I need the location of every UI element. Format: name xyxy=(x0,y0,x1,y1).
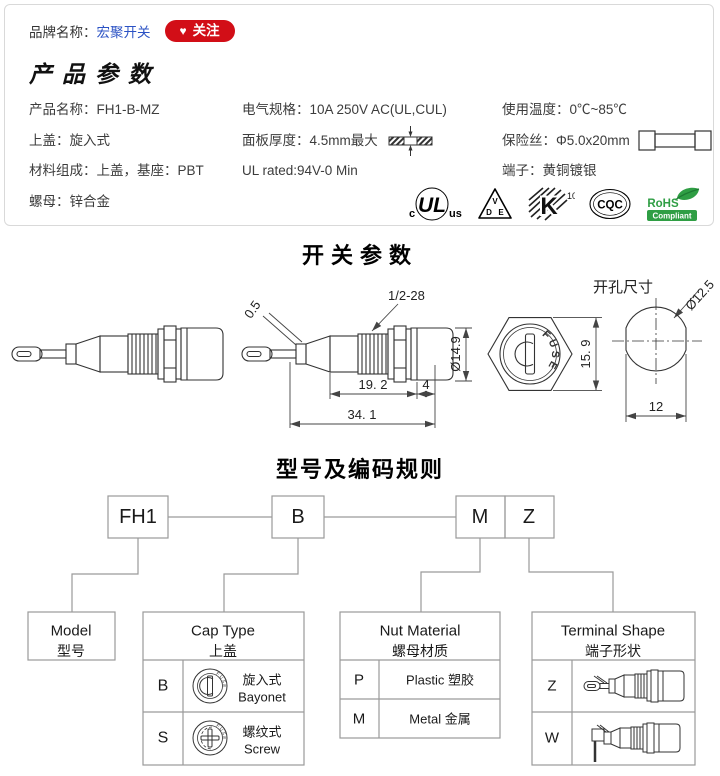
model-box xyxy=(27,611,116,661)
product-info-card: 品牌名称： 宏聚开关 ♥ 关注 产品参数 产品名称：FH1-B-MZ 上盖：旋入… xyxy=(4,4,714,226)
spec-product-name: 产品名称：FH1-B-MZ xyxy=(29,102,160,117)
model-box-en: Model xyxy=(51,623,92,640)
cap-row-b-code: B xyxy=(158,678,169,695)
cap-row-s-zh: 螺纹式 xyxy=(242,725,281,740)
spec-column-3: 使用温度：0℃~85℃ 保险丝：Φ5.0x20mm 端子：黄铜镀银 xyxy=(502,95,712,187)
spec-cap: 上盖：旋入式 xyxy=(29,132,110,148)
panel-thickness-icon xyxy=(388,125,433,156)
svg-text:10: 10 xyxy=(567,191,575,201)
spec-temperature: 使用温度：0℃~85℃ xyxy=(502,102,627,117)
svg-text:V: V xyxy=(492,197,498,206)
svg-text:us: us xyxy=(449,208,462,220)
coding-tree: FH1 B M Z Model 型号 Cap Type 上盖 B S FUSE … xyxy=(27,495,696,766)
fuse-engraving: FUSE xyxy=(540,328,562,373)
certification-row: c UL us V D E K K 10 CQC xyxy=(405,186,701,222)
bayonet-cap-icon: FUSE xyxy=(192,668,228,704)
cap-type-table xyxy=(142,611,305,766)
nut-row-p-code: P xyxy=(354,672,364,689)
follow-button[interactable]: ♥ 关注 xyxy=(164,20,235,42)
svg-text:FUSE: FUSE xyxy=(215,671,227,689)
cap-row-b-en: Bayonet xyxy=(238,690,286,705)
k10-certification-icon: K K 10 xyxy=(528,187,575,222)
straight-terminal-icon xyxy=(583,669,685,703)
cap-row-s-code: S xyxy=(158,730,169,747)
code-nut: M xyxy=(472,506,489,528)
dim-hole-width: 12 xyxy=(649,399,663,414)
model-box-zh: 型号 xyxy=(57,643,85,659)
spec-column-1: 产品名称：FH1-B-MZ 上盖：旋入式 材料组成：上盖，基座：PBT 螺母：锌… xyxy=(29,95,204,217)
connector-cap xyxy=(223,538,299,612)
nut-row-p-label: Plastic 塑胶 xyxy=(406,673,474,688)
svg-text:CQC: CQC xyxy=(597,200,623,212)
spec-fuse-size: 保险丝：Φ5.0x20mm xyxy=(502,126,712,157)
screw-cap-icon: FUSE xyxy=(192,720,228,756)
svg-text:K: K xyxy=(540,193,558,220)
brand-link[interactable]: 宏聚开关 xyxy=(96,25,151,40)
dim-panel: 4 xyxy=(422,377,429,392)
wire-terminal-icon xyxy=(591,722,681,762)
connector-terminal xyxy=(528,538,614,612)
code-terminal: Z xyxy=(523,506,535,528)
nut-material-en: Nut Material xyxy=(380,623,461,640)
ul-certification-icon: c UL us xyxy=(409,187,462,221)
dim-terminal-thickness: 0.5 xyxy=(241,298,264,321)
dimension-lines xyxy=(262,289,700,428)
dim-body-length: 19. 2 xyxy=(359,377,388,392)
connector-nut xyxy=(420,538,481,612)
hole-size-title: 开孔尺寸 xyxy=(593,279,653,296)
brand-row: 品牌名称： 宏聚开关 ♥ 关注 xyxy=(29,18,235,44)
cap-row-s-en: Screw xyxy=(244,742,281,757)
code-cap: B xyxy=(291,506,304,528)
svg-text:FUSE: FUSE xyxy=(215,723,227,741)
side-view-dimensioned xyxy=(241,325,454,383)
front-view-hex xyxy=(487,317,573,391)
svg-text:Compliant: Compliant xyxy=(652,212,691,221)
dim-cap-diameter: Ø14.9 xyxy=(448,336,463,371)
vde-certification-icon: V D E xyxy=(478,188,512,219)
hole-view xyxy=(612,298,702,384)
nut-material-zh: 螺母材质 xyxy=(392,643,448,659)
technical-drawing: 0.5 1/2-28 Ø14.9 19. 2 4 34. 1 FUSE 15. … xyxy=(11,277,717,428)
dim-hole-diameter: Ø12.5 xyxy=(682,277,717,313)
spec-nut: 螺母：锌合金 xyxy=(29,193,110,209)
svg-text:K: K xyxy=(540,193,558,220)
model-coding-heading: 型号及编码规则 xyxy=(275,457,444,482)
side-view-plain xyxy=(11,325,224,383)
spec-terminal: 端子：黄铜镀银 xyxy=(502,163,597,178)
nut-material-table xyxy=(339,611,501,739)
spec-electrical: 电气规格：10A 250V AC(UL,CUL) xyxy=(242,102,447,117)
nut-row-m-label: Metal 金属 xyxy=(409,712,470,727)
spec-column-2: 电气规格：10A 250V AC(UL,CUL) 面板厚度：4.5mm最大 UL… xyxy=(242,95,447,187)
brand-label: 品牌名称： xyxy=(29,25,97,40)
svg-text:D: D xyxy=(486,208,492,217)
switch-params-heading: 开关参数 xyxy=(301,243,418,268)
product-params-heading: 产品参数 xyxy=(29,61,161,88)
svg-text:RoHS: RoHS xyxy=(647,198,679,210)
cap-type-zh: 上盖 xyxy=(209,643,237,659)
rohs-certification-icon: RoHS Compliant xyxy=(647,187,700,221)
cqc-certification-icon: CQC xyxy=(589,188,631,220)
terminal-row-z-code: Z xyxy=(547,678,556,695)
spec-panel-thickness: 面板厚度：4.5mm最大 xyxy=(242,125,447,157)
terminal-shape-table xyxy=(531,611,696,766)
cap-type-en: Cap Type xyxy=(191,623,255,640)
terminal-row-w-code: W xyxy=(545,730,560,747)
spec-material: 材料组成：上盖，基座：PBT xyxy=(29,163,204,178)
dim-hex-width: 15. 9 xyxy=(578,340,593,369)
svg-text:UL: UL xyxy=(418,194,446,217)
svg-text:E: E xyxy=(498,208,504,217)
terminal-shape-zh: 端子形状 xyxy=(585,643,641,659)
nut-row-m-code: M xyxy=(353,711,366,728)
follow-button-label: 关注 xyxy=(192,23,220,39)
code-model: FH1 xyxy=(119,506,157,528)
svg-text:c: c xyxy=(409,208,415,220)
fuse-cartridge-icon xyxy=(638,130,712,151)
heart-icon: ♥ xyxy=(179,24,187,38)
terminal-shape-en: Terminal Shape xyxy=(561,623,665,640)
spec-ul-rating: UL rated:94V-0 Min xyxy=(242,163,358,178)
connector-model xyxy=(71,538,139,612)
dim-thread-spec: 1/2-28 xyxy=(388,288,425,303)
dim-total-length: 34. 1 xyxy=(348,407,377,422)
cap-row-b-zh: 旋入式 xyxy=(242,673,281,688)
